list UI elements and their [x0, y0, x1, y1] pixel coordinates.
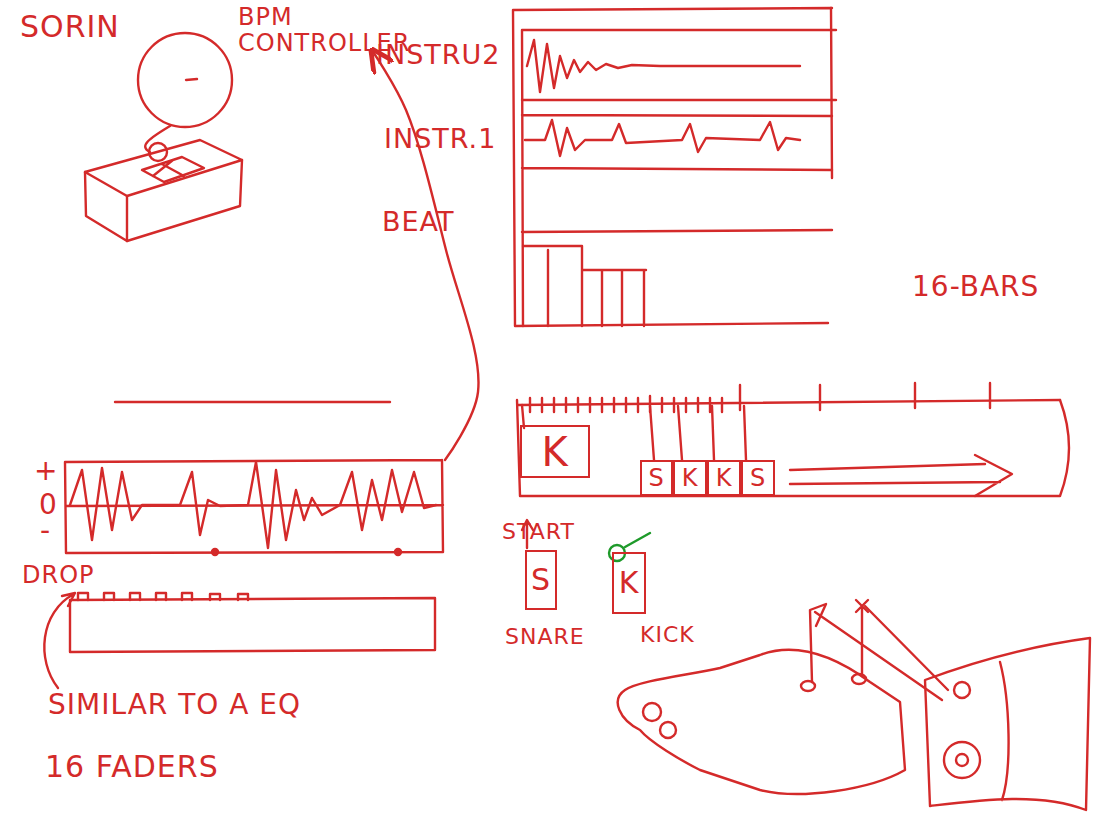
node-text: K [522, 432, 588, 472]
drop-marker [212, 549, 218, 555]
length-note: 16-BARS [912, 272, 1039, 303]
node-text: + [34, 457, 58, 485]
node-text: INSTR.1 [384, 125, 496, 152]
fader-caps [78, 593, 248, 600]
kick-step: K [673, 460, 707, 496]
finger-curl [660, 722, 676, 738]
trigger-leader [625, 533, 650, 547]
speaker-tweeter [954, 682, 970, 698]
music-note [856, 600, 868, 676]
node-text: - [40, 517, 51, 545]
bar-ruler [518, 400, 1060, 405]
note-head [801, 681, 815, 691]
fader-count: 16 FADERS [45, 750, 219, 783]
node-text: 0 [39, 491, 58, 519]
snare-pad: SSNARE [525, 550, 557, 610]
kick-step: K [520, 425, 590, 478]
node-text: K [709, 466, 739, 490]
control-label: BPM CONTROLLER [238, 4, 428, 57]
fader-bank [70, 598, 435, 652]
music-note [810, 604, 826, 682]
node-text: S [743, 466, 773, 490]
instr1-wave [525, 120, 800, 156]
dial-pointer [186, 79, 197, 80]
divider-line [115, 401, 390, 403]
track-panel-frame [513, 8, 832, 326]
track-row-lines [522, 30, 836, 326]
start-label: START [502, 520, 575, 544]
sound-lines [815, 606, 948, 700]
kick-pad: KKICK [612, 552, 646, 614]
bpm-dial [138, 33, 232, 127]
snare-step: S [640, 460, 673, 496]
device-pad-grid [142, 157, 204, 182]
speaker-woofer [944, 742, 980, 778]
waveform-trace [70, 462, 436, 548]
node-text: S [527, 565, 555, 595]
track-panel: INSTRU2INSTR.1BEAT [372, 5, 835, 328]
device-top [85, 140, 242, 196]
node-text: S [642, 466, 671, 490]
snare-step: S [741, 460, 775, 496]
finger-curl [643, 703, 661, 721]
node-text: K [675, 466, 705, 490]
eq-note: SIMILAR TO A EQ [48, 690, 301, 721]
node-text: KICK [640, 624, 695, 646]
speaker-cone [956, 754, 968, 766]
curved-arrow [372, 50, 479, 460]
drop-marker [395, 549, 401, 555]
sequence-arrow [790, 455, 1012, 496]
beat-blocks [523, 246, 646, 326]
curved-arrow [44, 593, 75, 688]
device-front [85, 172, 127, 241]
device-knob [149, 143, 167, 161]
kick-step: K [707, 460, 741, 496]
drop-label: DROP [22, 562, 95, 588]
node-text: BEAT [382, 208, 454, 235]
note-head [852, 674, 866, 684]
speaker-cabinet [925, 638, 1090, 810]
author-name: SORIN [20, 10, 120, 43]
waveform-box: +0- [30, 455, 445, 555]
waveform-frame [65, 460, 443, 553]
ruler-ticks [530, 383, 990, 412]
sequencer-strip [517, 400, 1069, 496]
node-text: SNARE [505, 626, 585, 648]
instru2-wave [527, 40, 800, 92]
node-text: K [614, 568, 644, 598]
